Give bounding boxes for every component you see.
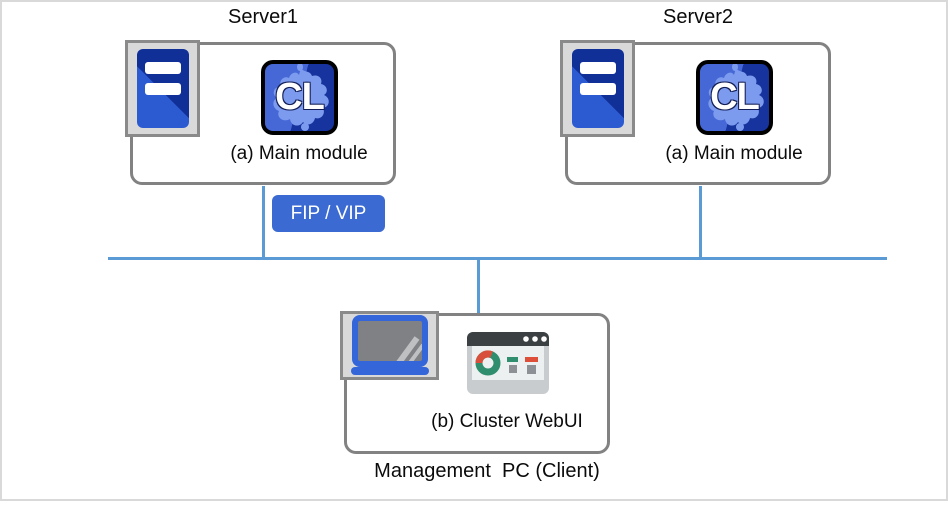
server-rack-icon (560, 40, 635, 137)
server-slot-bar (579, 62, 616, 74)
management-module-label: (b) Cluster WebUI (431, 411, 583, 432)
server1-module-label: (a) Main module (230, 143, 368, 164)
mini-bar-red (525, 357, 538, 362)
server1-connector-line (262, 186, 265, 258)
splat-glyph (708, 64, 764, 131)
titlebar-dot (532, 336, 538, 342)
webui-glyph (467, 332, 549, 394)
fip-vip-badge: FIP / VIP (272, 195, 385, 232)
cluster-app-icon-text: CL (710, 76, 760, 118)
server-slot-bar (144, 62, 181, 74)
donut-red-segment (475, 350, 493, 364)
cluster-app-icon-text: CL (275, 76, 325, 118)
server-slot-bar (579, 83, 616, 95)
browser-content (472, 346, 544, 380)
cluster-app-icon: CL (261, 60, 338, 135)
management-connector-line (477, 260, 480, 314)
network-backbone-line (108, 257, 887, 260)
server-tower-glyph (136, 49, 189, 128)
mini-square (527, 365, 536, 374)
server2-connector-line (699, 186, 702, 258)
server1-title: Server1 (227, 6, 299, 28)
laptop-icon (340, 311, 439, 380)
mini-square (509, 365, 517, 373)
server-tower-glyph (571, 49, 624, 128)
laptop-glyph (351, 315, 429, 375)
browser-window-icon (467, 332, 549, 394)
mini-bar-green (507, 357, 518, 362)
server-slot-bar (144, 83, 181, 95)
titlebar-dot (523, 336, 529, 342)
server-rack-icon (125, 40, 200, 137)
server2-title: Server2 (662, 6, 734, 28)
splat-glyph (273, 64, 329, 131)
cluster-app-icon: CL (696, 60, 773, 135)
server2-module-label: (a) Main module (665, 143, 803, 164)
titlebar-dot (541, 336, 547, 342)
management-pc-caption: Management PC (Client) (374, 460, 600, 482)
browser-titlebar (467, 332, 549, 346)
